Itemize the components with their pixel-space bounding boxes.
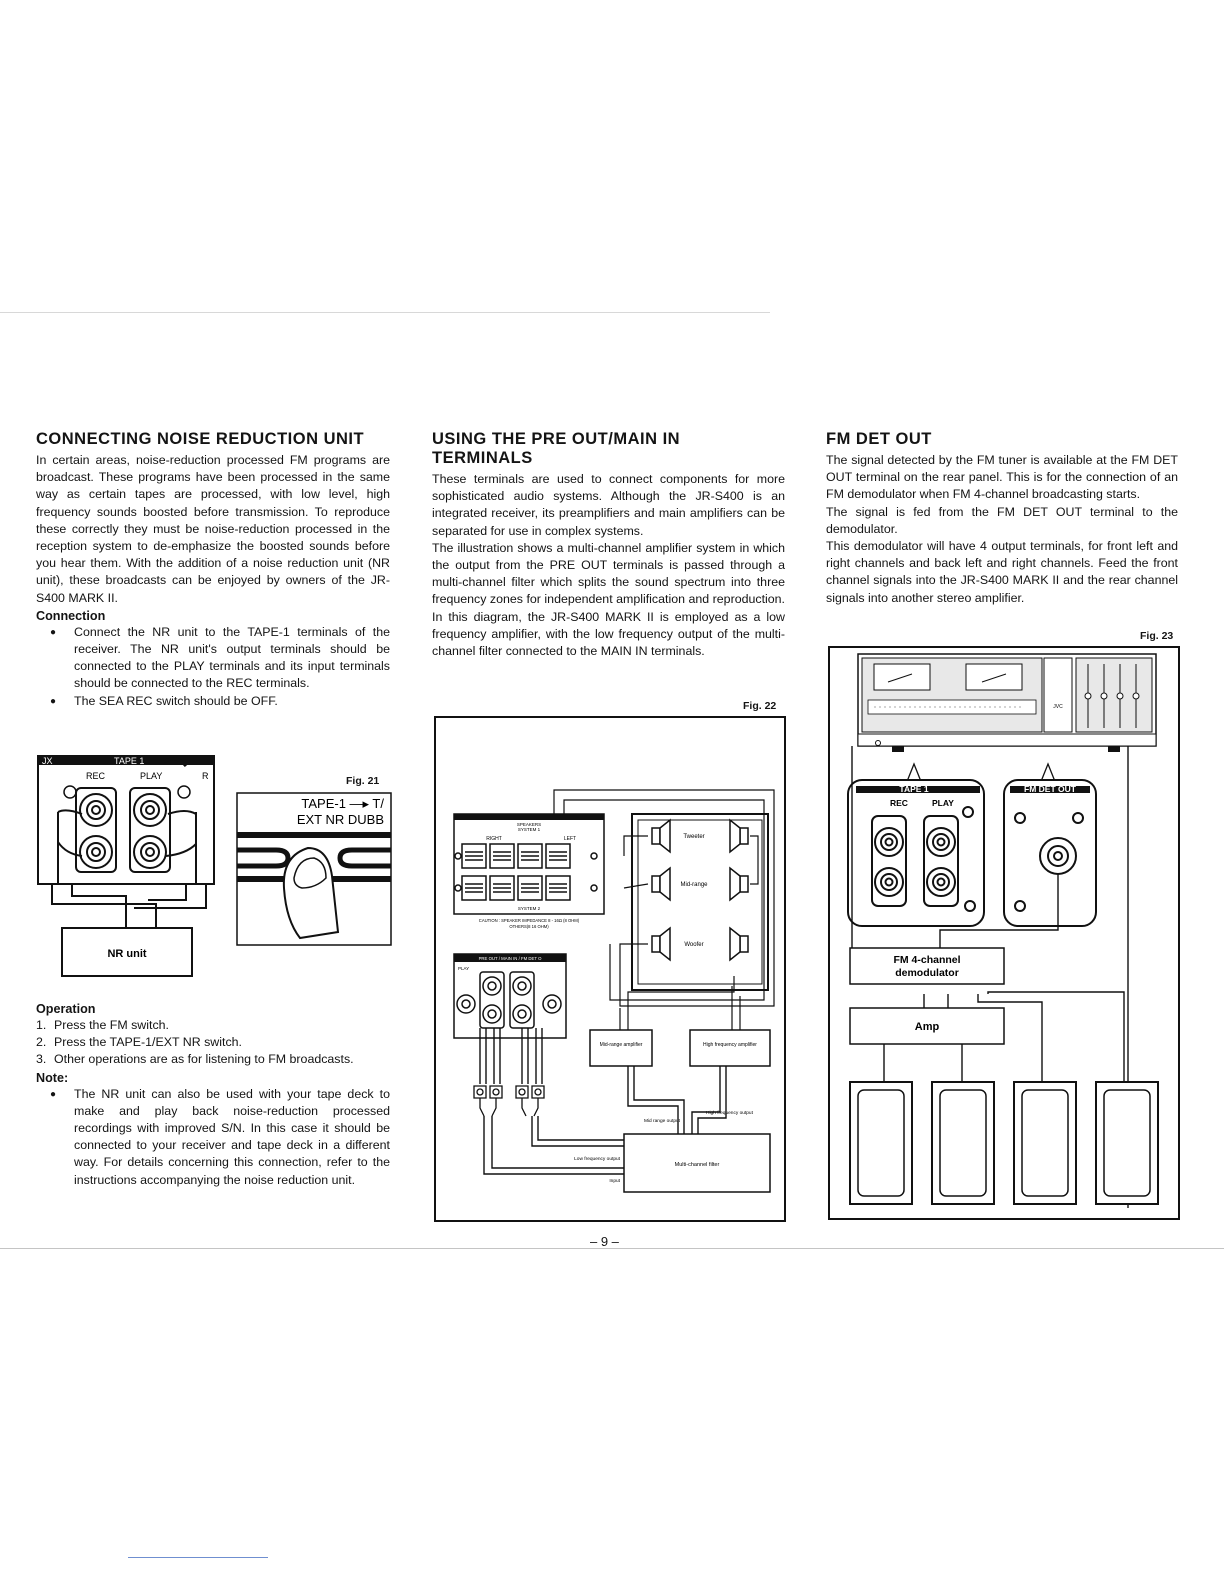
fig23-tape-label: TAPE 1 (899, 784, 928, 794)
section-title-noise-reduction: CONNECTING NOISE REDUCTION UNIT (36, 430, 365, 448)
fig22-speakers-label: SPEAKERS (517, 822, 541, 827)
connection-list: Connect the NR unit to the TAPE-1 termin… (36, 624, 390, 710)
receiver-brand: JVC (1053, 704, 1063, 710)
fig21-tape-label: TAPE 1 (114, 756, 144, 766)
mid-out-label: Mid range output (644, 1118, 681, 1124)
fig22-diagram: SPEAKERS SYSTEM 1 RIGHT LEFT SYSTEM 2 CA… (434, 716, 786, 1222)
fig21-label: Fig. 21 (346, 775, 380, 787)
fig21-switch-diagram: TAPE-1 —▸ T/ EXT NR DUBB (236, 792, 392, 946)
filter-label: Multi-channel filter (675, 1162, 720, 1168)
bottom-rule (0, 1248, 1224, 1249)
fm-det-para2: The signal is fed from the FM DET OUT te… (826, 504, 1178, 536)
fig21-terminal-diagram: JX TAPE 1 REC PLAY R NR unit (37, 755, 215, 977)
fig23-rec-label: REC (890, 798, 908, 808)
left-column-lower: Operation 1. Press the FM switch. 2. Press… (36, 1000, 390, 1189)
high-amp-label: High frequency amplifier (703, 1042, 757, 1048)
note-item: The NR unit can also be used with your t… (50, 1086, 390, 1189)
midrange-label: Mid-range (680, 882, 708, 888)
fig21-rec-label: REC (86, 771, 106, 781)
left-column: CONNECTING NOISE REDUCTION UNIT In certa… (36, 430, 390, 710)
noise-reduction-intro: In certain areas, noise-reduction proces… (36, 453, 390, 605)
middle-column: USING THE PRE OUT/MAIN IN TERMINALS Thes… (432, 430, 785, 660)
demodulator-text-line2: demodulator (895, 967, 959, 979)
operation-item: 3. Other operations are as for listening … (36, 1051, 390, 1068)
fig22-system2-label: SYSTEM 2 (518, 906, 541, 911)
fig23-label: Fig. 23 (1140, 630, 1174, 642)
operation-list: 1. Press the FM switch. 2. Press the TAPE-… (36, 1017, 390, 1069)
mid-amp-label: Mid-range amplifier (600, 1042, 643, 1048)
connection-item: The SEA REC switch should be OFF. (50, 693, 390, 710)
fig22-caution2: OTHERS(8 16 OHM) (509, 924, 549, 929)
fig22-play-label: PLAY (458, 966, 469, 971)
fig22-preout-label: PRE OUT / MAIN IN / FM DET O (479, 956, 543, 961)
operation-text: Other operations are as for listening to… (54, 1052, 354, 1067)
fig21-jx-label: JX (42, 756, 53, 766)
pre-out-para1: These terminals are used to connect comp… (432, 472, 785, 538)
right-column: FM DET OUT The signal detected by the FM… (826, 430, 1178, 607)
section-title-fm-det-out: FM DET OUT (826, 430, 932, 448)
fig22-left-label: LEFT (564, 836, 576, 842)
fig21-r-label: R (202, 771, 209, 781)
operation-heading: Operation (36, 1002, 96, 1016)
note-list: The NR unit can also be used with your t… (36, 1086, 390, 1189)
tweeter-label: Tweeter (683, 834, 704, 840)
top-rule (0, 312, 770, 313)
fig23-play-label: PLAY (932, 798, 954, 808)
operation-text: Press the FM switch. (54, 1018, 169, 1032)
operation-item: 2. Press the TAPE-1/EXT NR switch. (36, 1034, 390, 1051)
operation-text: Press the TAPE-1/EXT NR switch. (54, 1035, 242, 1050)
operation-number: 3. (36, 1052, 47, 1067)
switch-label-line1: TAPE-1 —▸ T/ (301, 796, 384, 811)
fig21-play-label: PLAY (140, 771, 162, 781)
operation-item: 1. Press the FM switch. (36, 1017, 390, 1034)
nr-unit-label: NR unit (107, 948, 146, 960)
section-title-pre-out: USING THE PRE OUT/MAIN IN TERMINALS (432, 430, 681, 467)
connection-heading: Connection (36, 608, 106, 623)
fig22-right-label: RIGHT (486, 836, 502, 842)
operation-number: 2. (36, 1035, 47, 1050)
footer-link-rule (128, 1557, 268, 1558)
amp-label: Amp (915, 1021, 940, 1033)
note-heading: Note: (36, 1070, 69, 1085)
fig23-diagram: JVC TAPE 1 REC PLAY FM DET OUT (828, 646, 1180, 1220)
fig22-caution: CAUTION : SPEAKER IMPEDANCE 8 - 16Ω (8 O… (479, 918, 580, 923)
high-out-label: High frequency output (706, 1110, 754, 1116)
switch-label-line2: EXT NR DUBB (297, 812, 384, 827)
fig23-fmdet-label: FM DET OUT (1024, 784, 1077, 794)
fm-det-para1: The signal detected by the FM tuner is a… (826, 453, 1178, 502)
fig22-system1-label: SYSTEM 1 (518, 827, 541, 832)
fm-det-para3: This demodulator will have 4 output term… (826, 539, 1178, 605)
page-number: – 9 – (590, 1234, 619, 1249)
input-label: Input (609, 1178, 620, 1184)
fig22-label: Fig. 22 (743, 700, 777, 712)
demodulator-text: FM 4-channel (893, 954, 960, 966)
pre-out-para2: The illustration shows a multi-channel a… (432, 540, 785, 659)
operation-number: 1. (36, 1018, 47, 1032)
low-out-label: Low frequency output (574, 1156, 621, 1162)
connection-item: Connect the NR unit to the TAPE-1 termin… (50, 624, 390, 693)
woofer-label: Woofer (684, 942, 703, 948)
